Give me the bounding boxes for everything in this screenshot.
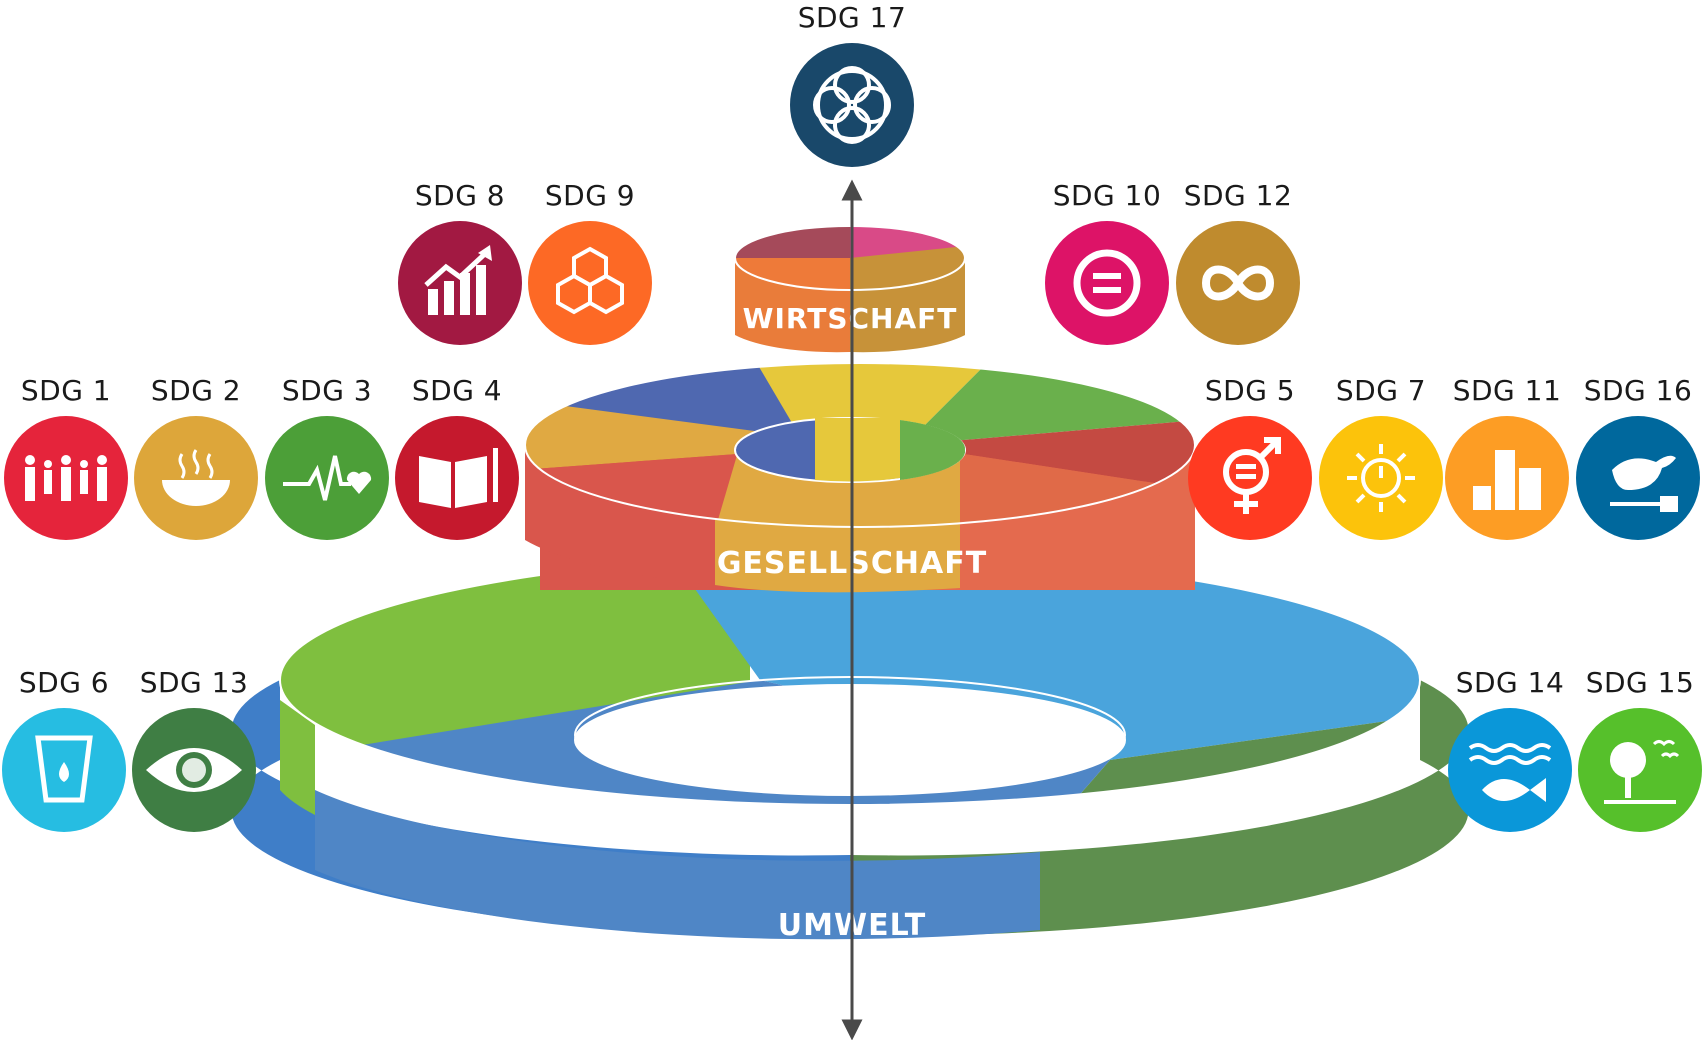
bowl-icon: [134, 416, 258, 540]
dove-gavel-icon: [1576, 416, 1700, 540]
wirtschaft-label: WIRTSCHAFT: [743, 302, 958, 335]
sdg9-label: SDG 9: [544, 179, 636, 212]
water-glass-icon: [2, 708, 126, 832]
city-icon: [1445, 416, 1569, 540]
sdg2-label: SDG 2: [150, 374, 242, 407]
book-pencil-icon: [395, 416, 519, 540]
sdg8-label: SDG 8: [414, 179, 506, 212]
growth-chart-icon: [398, 221, 522, 345]
sdg12-label: SDG 12: [1183, 179, 1293, 212]
sdg5-label: SDG 5: [1204, 374, 1296, 407]
tier-umwelt: UMWELT: [231, 554, 1469, 943]
sdg16-label: SDG 16: [1583, 374, 1693, 407]
infinity-icon: [1176, 221, 1300, 345]
sdg10-label: SDG 10: [1052, 179, 1162, 212]
sdg6-label: SDG 6: [18, 666, 110, 699]
tier-gesellschaft: GESELLSCHAFT: [524, 362, 1196, 593]
tree-birds-icon: [1578, 708, 1702, 832]
sdg14-label: SDG 14: [1455, 666, 1565, 699]
sdg17-label: SDG 17: [797, 1, 907, 34]
stacked-cubes-icon: [528, 221, 652, 345]
umwelt-side-front: [315, 790, 1040, 940]
sdg3-label: SDG 3: [281, 374, 373, 407]
fish-waves-icon: [1448, 708, 1572, 832]
heartbeat-icon: [265, 416, 389, 540]
gender-equality-icon: [1188, 416, 1312, 540]
flower-rings-icon: [790, 43, 914, 167]
umwelt-hole: [574, 684, 1126, 796]
sdg13-label: SDG 13: [139, 666, 249, 699]
sun-power-icon: [1319, 416, 1443, 540]
sdg7-label: SDG 7: [1335, 374, 1427, 407]
sdg1-label: SDG 1: [20, 374, 112, 407]
sdg15-label: SDG 15: [1585, 666, 1695, 699]
earth-eye-icon: [132, 708, 256, 832]
gesellschaft-side-front: [715, 512, 960, 593]
sdg11-label: SDG 11: [1452, 374, 1562, 407]
family-icon: [4, 416, 128, 540]
equality-icon: [1045, 221, 1169, 345]
tier-wirtschaft: WIRTSCHAFT: [734, 225, 966, 353]
sdg4-label: SDG 4: [411, 374, 503, 407]
